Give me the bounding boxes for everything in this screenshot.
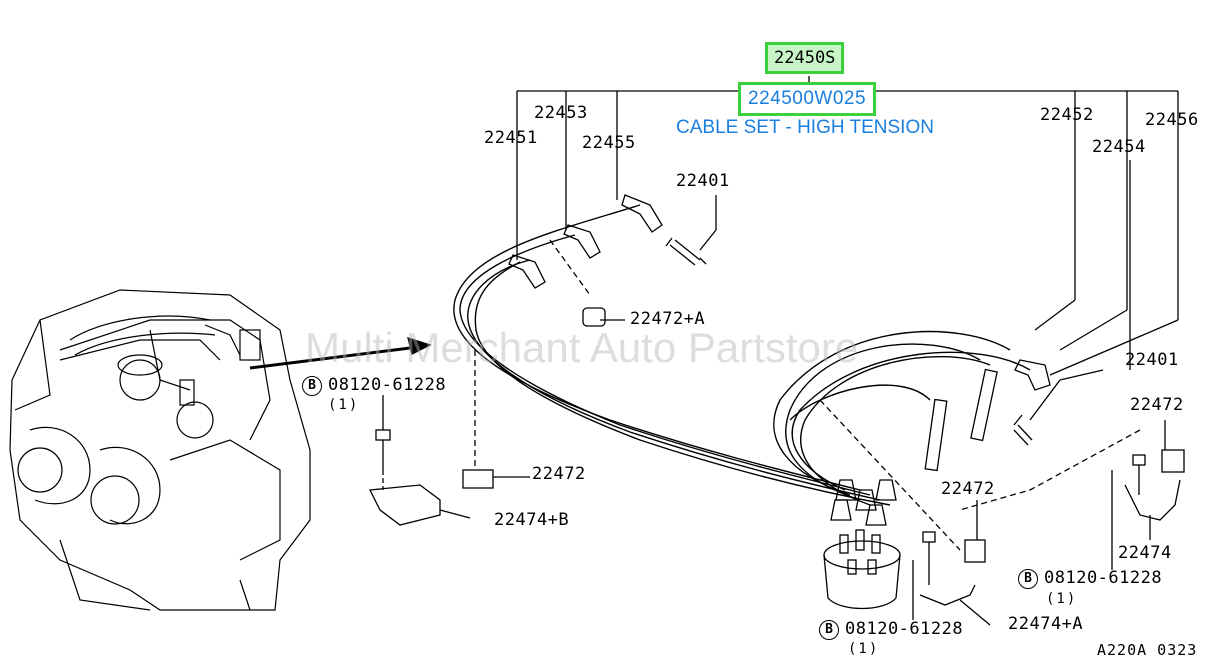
bolt-qty-left: (1) [328,397,360,413]
bolt-number-bottom[interactable]: 08120-61228 [845,619,964,639]
label-22474[interactable]: 22474 [1118,543,1172,563]
brackets [368,479,1181,626]
watermark: Multi Merchant Auto Partstore [305,324,859,371]
plug-boots [508,194,1051,526]
label-22455[interactable]: 22455 [582,133,636,153]
bolt-number-left[interactable]: 08120-61228 [328,375,447,395]
label-22472-right[interactable]: 22472 [1130,395,1184,415]
label-22401-right[interactable]: 22401 [1125,350,1179,370]
label-22454[interactable]: 22454 [1092,137,1146,157]
label-22472a[interactable]: 22472+A [630,309,706,329]
label-22472-mid[interactable]: 22472 [532,464,586,484]
label-22401-top[interactable]: 22401 [676,171,730,191]
bolt-symbol-left: B [302,376,322,396]
label-22451[interactable]: 22451 [484,128,538,148]
spark-plugs [665,195,1104,446]
label-22474a[interactable]: 22474+A [1008,614,1084,634]
diagram-code: A220A 0323 [1097,641,1198,659]
label-22472-center[interactable]: 22472 [941,479,995,499]
selected-part-description: CABLE SET - HIGH TENSION [676,117,934,138]
bolt-number-right[interactable]: 08120-61228 [1044,568,1163,588]
clips [462,239,1185,563]
leader-lines [516,76,1179,376]
cable-bundle [453,204,1031,506]
selected-part-number[interactable]: 224500W025 [738,82,877,116]
engine-block [9,289,311,611]
bolt-symbol-right: B [1018,569,1038,589]
parent-group-badge[interactable]: 22450S [765,42,845,74]
bolt-qty-bottom: (1) [848,641,880,657]
label-22453[interactable]: 22453 [534,103,588,123]
direction-arrow [249,337,432,370]
bolts [375,395,1146,620]
label-22474b[interactable]: 22474+B [494,510,570,530]
bolt-symbol-bottom: B [819,620,839,640]
bolt-qty-right: (1) [1046,591,1078,607]
label-22456[interactable]: 22456 [1145,110,1199,130]
label-22452[interactable]: 22452 [1040,105,1094,125]
distributor-cap [823,529,901,610]
